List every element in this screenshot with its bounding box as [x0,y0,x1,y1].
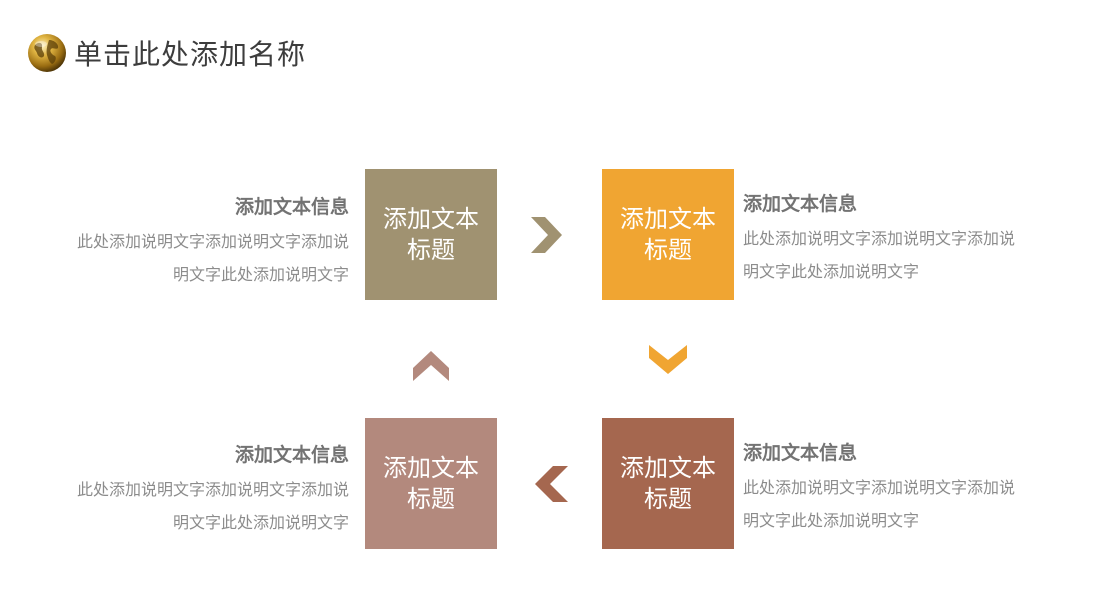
info-line: 此处添加说明文字添加说明文字添加说 [743,229,1016,248]
chevron-left-icon [535,466,568,502]
info-block-bottom-left: 添加文本信息 此处添加说明文字添加说明文字添加说 明文字此处添加说明文字 [19,440,349,539]
step-box-line: 添加文本 [383,453,479,482]
step-box-4[interactable]: 添加文本 标题 [365,418,497,549]
step-box-3[interactable]: 添加文本 标题 [602,418,734,549]
step-box-1[interactable]: 添加文本 标题 [365,169,497,300]
info-line: 明文字此处添加说明文字 [743,511,920,530]
info-heading[interactable]: 添加文本信息 [234,196,349,218]
step-box-line: 标题 [644,484,692,513]
info-line: 明文字此处添加说明文字 [172,513,349,532]
info-body[interactable]: 此处添加说明文字添加说明文字添加说 明文字此处添加说明文字 [743,222,1073,288]
step-box-line: 标题 [407,484,455,513]
page-title[interactable]: 单击此处添加名称 [74,38,307,71]
info-block-top-right: 添加文本信息 此处添加说明文字添加说明文字添加说 明文字此处添加说明文字 [743,189,1073,288]
step-box-text: 添加文本 标题 [620,453,716,515]
info-heading[interactable]: 添加文本信息 [743,442,858,464]
step-box-line: 添加文本 [620,204,716,233]
step-box-line: 添加文本 [620,453,716,482]
chevron-up-icon [413,351,449,381]
info-line: 明文字此处添加说明文字 [743,262,920,281]
step-box-2[interactable]: 添加文本 标题 [602,169,734,300]
step-box-line: 添加文本 [383,204,479,233]
info-block-bottom-right: 添加文本信息 此处添加说明文字添加说明文字添加说 明文字此处添加说明文字 [743,438,1073,537]
chevron-down-icon [649,345,687,374]
info-body[interactable]: 此处添加说明文字添加说明文字添加说 明文字此处添加说明文字 [19,473,349,539]
info-body[interactable]: 此处添加说明文字添加说明文字添加说 明文字此处添加说明文字 [19,225,349,291]
info-line: 明文字此处添加说明文字 [172,265,349,284]
info-line: 此处添加说明文字添加说明文字添加说 [743,478,1016,497]
step-box-text: 添加文本 标题 [383,453,479,515]
step-box-text: 添加文本 标题 [383,204,479,266]
info-heading[interactable]: 添加文本信息 [234,444,349,466]
info-line: 此处添加说明文字添加说明文字添加说 [76,232,349,251]
slide-header: 单击此处添加名称 [26,30,306,76]
info-block-top-left: 添加文本信息 此处添加说明文字添加说明文字添加说 明文字此处添加说明文字 [19,192,349,291]
step-box-line: 标题 [407,235,455,264]
info-line: 此处添加说明文字添加说明文字添加说 [76,480,349,499]
chevron-right-icon [531,217,562,253]
info-body[interactable]: 此处添加说明文字添加说明文字添加说 明文字此处添加说明文字 [743,471,1073,537]
step-box-line: 标题 [644,235,692,264]
info-heading[interactable]: 添加文本信息 [743,193,858,215]
golden-globe-icon [28,34,66,72]
step-box-text: 添加文本 标题 [620,204,716,266]
